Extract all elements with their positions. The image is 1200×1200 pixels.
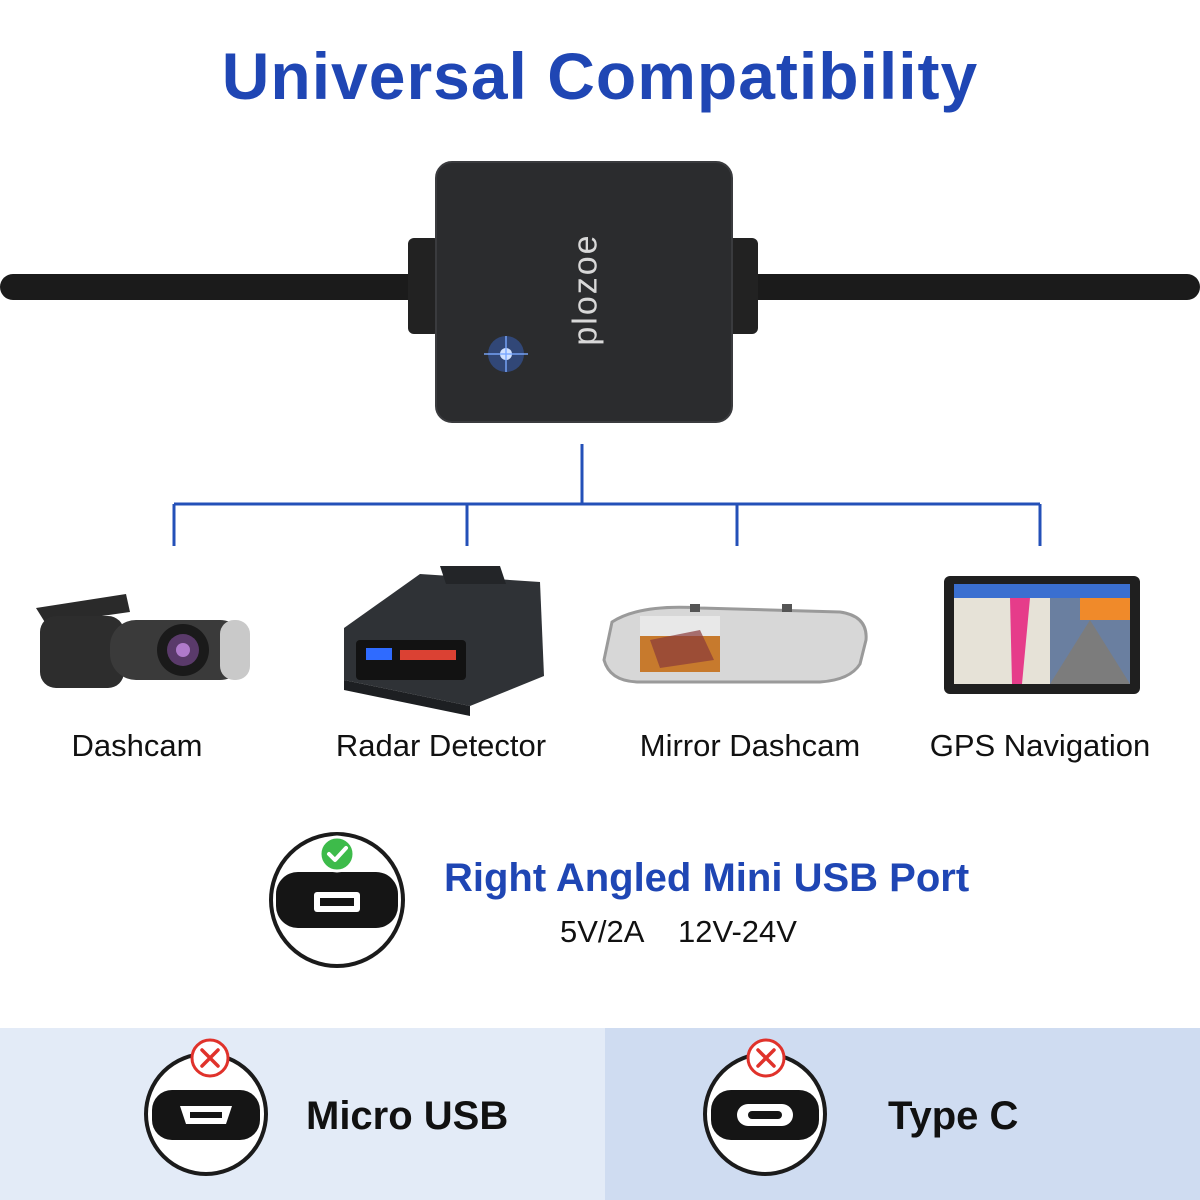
port-spec-output: 5V/2A: [560, 914, 645, 949]
strain-relief-right: [726, 238, 758, 334]
incompatible-ports-illustration: [144, 1038, 827, 1176]
strain-relief-left: [408, 238, 440, 334]
dashcam-icon: [36, 594, 250, 688]
cross-icon: [746, 1038, 786, 1078]
port-title: Right Angled Mini USB Port: [444, 856, 970, 900]
module-brand: plozoe: [566, 233, 605, 346]
micro-usb-port-icon: [144, 1052, 268, 1176]
gps-navigation-icon: [944, 576, 1140, 694]
micro-usb-label: Micro USB: [306, 1094, 509, 1138]
check-icon: [318, 835, 356, 873]
radar-detector-icon: [344, 566, 544, 716]
page-title: Universal Compatibility: [221, 39, 979, 113]
device-label-radar-detector: Radar Detector: [335, 728, 547, 763]
device-label-gps-navigation: GPS Navigation: [929, 728, 1151, 763]
micro-usb-panel: [0, 1028, 605, 1200]
type-c-label: Type C: [888, 1094, 1019, 1138]
mini-usb-port-icon: [269, 832, 405, 968]
connector-lines: [172, 444, 1042, 546]
device-label-dashcam: Dashcam: [71, 728, 203, 763]
type-c-port-icon: [703, 1052, 827, 1176]
device-label-mirror-dashcam: Mirror Dashcam: [639, 728, 861, 763]
mirror-dashcam-icon: [602, 604, 868, 684]
cross-icon: [190, 1038, 230, 1078]
port-spec-input: 12V-24V: [678, 914, 797, 949]
